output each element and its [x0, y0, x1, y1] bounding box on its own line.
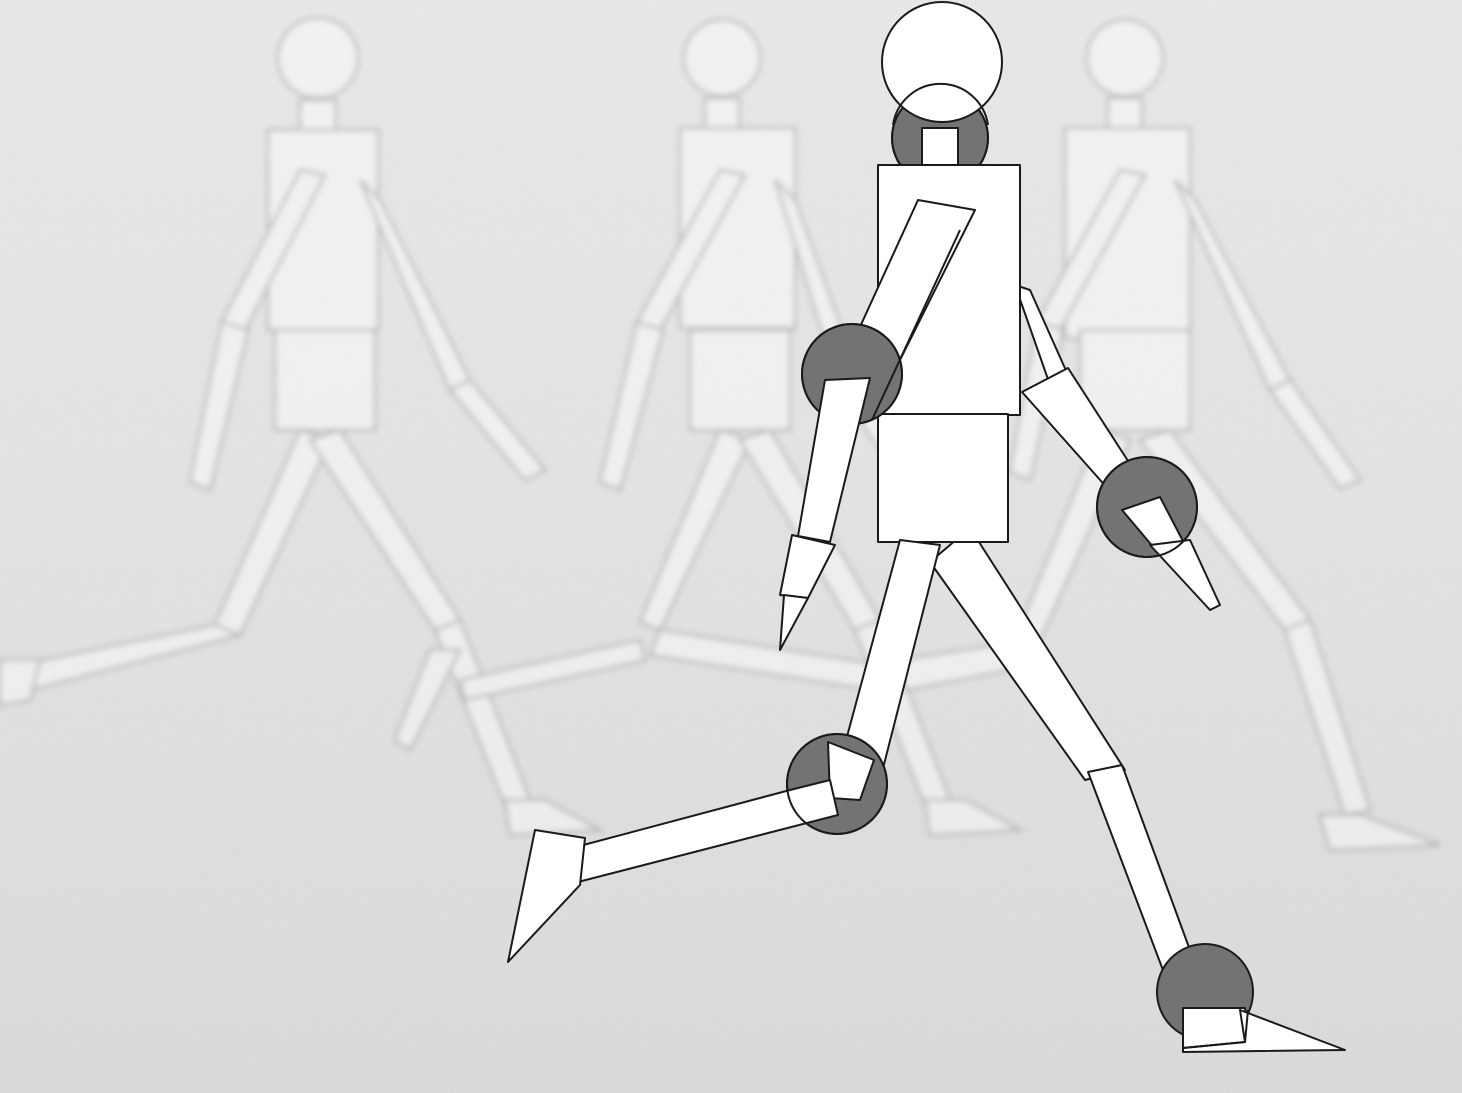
- head-ball: [882, 2, 1002, 122]
- pelvis: [878, 414, 1008, 542]
- head: [882, 2, 1002, 186]
